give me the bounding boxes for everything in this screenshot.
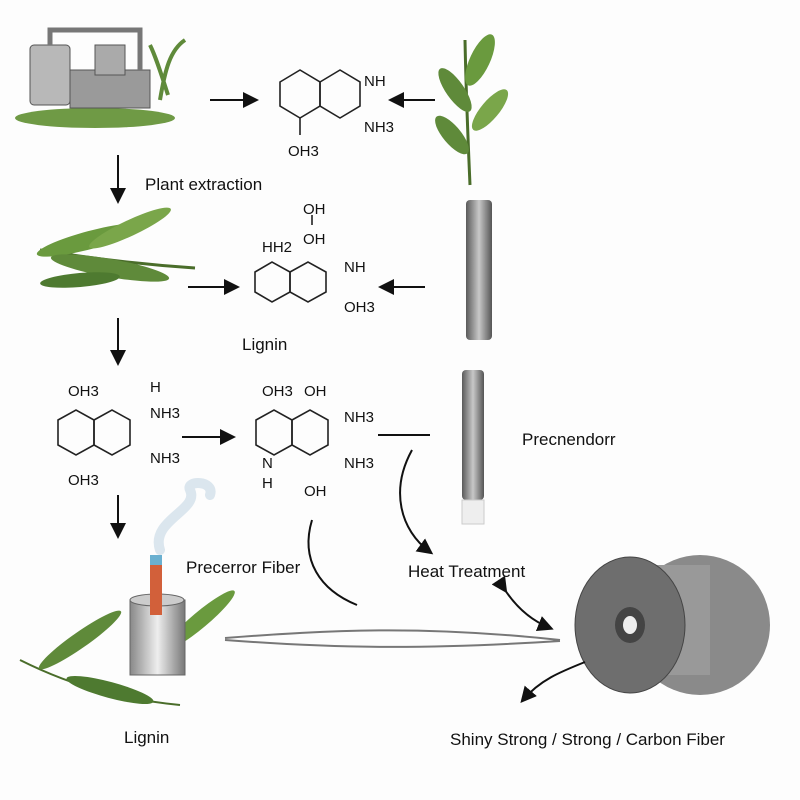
label-precursor-fiber: Precerror Fiber [186, 558, 301, 577]
extraction-machine-illustration [15, 27, 187, 128]
molecule-3-label: NH3 [150, 405, 180, 422]
fiber-strand [224, 629, 561, 648]
molecule-4-label: H [262, 475, 273, 492]
molecule-4-label: OH [304, 383, 327, 400]
carbon-fiber-spool-illustration [574, 555, 770, 695]
molecule-1-label: NH3 [364, 119, 394, 136]
molecule-2-label: OH3 [344, 299, 375, 316]
molecule-4: OH3 OH NH3 NH3 N H OH [255, 383, 374, 500]
label-carbon-fiber: Shiny Strong / Strong / Carbon Fiber [450, 730, 725, 749]
molecule-4-label: OH3 [262, 383, 293, 400]
label-precursor: Precnendorr [522, 430, 616, 449]
label-lignin-bottom: Lignin [124, 728, 169, 747]
label-heat-treatment: Heat Treatment [408, 562, 525, 581]
molecule-1-label: OH3 [288, 143, 319, 160]
fiber-bundle-illustration [461, 200, 492, 525]
molecule-2: OH OH HH2 NH OH3 [254, 201, 375, 316]
molecule-1-label: NH [364, 73, 386, 90]
plant-sprig-illustration [435, 34, 509, 186]
molecule-2-label: NH [344, 259, 366, 276]
molecule-4-label: NH3 [344, 455, 374, 472]
molecule-1: NH NH3 OH3 [279, 69, 394, 160]
molecule-2-label: OH [303, 231, 326, 248]
molecule-3-label: NH3 [150, 450, 180, 467]
molecule-4-label: N [262, 455, 273, 472]
label-lignin-top: Lignin [242, 335, 287, 354]
molecule-3-label: H [150, 379, 161, 396]
molecule-3-label: OH3 [68, 383, 99, 400]
molecule-3: OH3 H NH3 NH3 OH3 [57, 379, 180, 489]
molecule-2-label: OH [303, 201, 326, 218]
molecule-2-label: HH2 [262, 239, 292, 256]
heated-cylinder-illustration [19, 478, 235, 706]
label-plant-extraction: Plant extraction [145, 175, 262, 194]
flow-arrows [110, 92, 586, 704]
molecule-3-label: OH3 [68, 472, 99, 489]
molecule-4-label: NH3 [344, 409, 374, 426]
leaves-illustration [36, 207, 196, 288]
molecule-4-label: OH [304, 483, 327, 500]
